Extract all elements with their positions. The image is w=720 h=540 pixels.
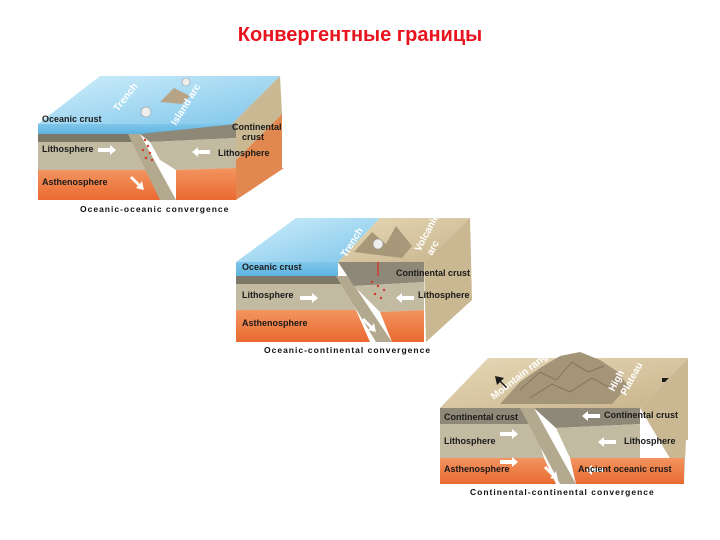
subducting-slab [336, 276, 392, 342]
oceanic-crust-layer [38, 134, 138, 142]
block-side [640, 358, 688, 482]
ash-cloud-icon [372, 238, 384, 250]
asthenosphere-layer-right [176, 168, 236, 200]
subducting-slab [128, 134, 176, 200]
label-asthenosphere: Asthenosphere [42, 177, 108, 187]
asthenosphere-layer-left [236, 310, 370, 342]
label-lithosphere: Lithosphere [42, 144, 94, 154]
ocean-water [38, 124, 236, 134]
diagram-oceanic-continental: Oceanic crust Continental crust Lithosph… [236, 212, 472, 355]
caption-oceanic-oceanic: Oceanic-oceanic convergence [80, 204, 229, 214]
lithosphere-layer-right [354, 282, 424, 312]
mountain-ridges [519, 361, 611, 399]
ash-cloud-icon [181, 77, 191, 87]
asthenosphere-layer-left [440, 458, 556, 484]
label-lithosphere-left: Lithosphere [444, 436, 496, 446]
label-oceanic-crust: Oceanic crust [242, 262, 302, 272]
label-oceanic-crust: Oceanic crust [42, 114, 102, 124]
plate-motion-arrow [586, 465, 604, 475]
subduction-arrow [130, 176, 144, 190]
plate-direction-arrow [495, 376, 507, 388]
subduction-arrow [544, 466, 558, 480]
ocean-surface [236, 218, 380, 262]
oceanic-crust-layer [236, 276, 344, 284]
plate-motion-arrow [396, 293, 414, 303]
caption-continental-continental: Continental-continental convergence [470, 487, 655, 497]
asthenosphere-layer-right [380, 310, 424, 342]
caption-oceanic-continental: Oceanic-continental convergence [264, 345, 431, 355]
label-lithosphere: Lithosphere [242, 290, 294, 300]
volcanic-mountains [354, 226, 412, 258]
label-continental-crust: Continental crust [396, 268, 470, 278]
island-arc [160, 88, 190, 104]
diagram-oceanic-oceanic: Oceanic crust Lithosphere Asthenosphere … [38, 76, 284, 214]
plate-motion-arrow [300, 293, 318, 303]
plate-motion-arrow [192, 147, 210, 157]
label-continental-crust-right: Continental crust [604, 410, 678, 420]
lithosphere-layer-right [150, 138, 236, 170]
plate-motion-arrow [500, 429, 518, 439]
overriding-crust [140, 124, 236, 142]
plate-motion-arrow [500, 457, 518, 467]
block-side-lower [236, 114, 284, 200]
ocean-surface [38, 76, 280, 124]
subducting-slab [520, 408, 576, 484]
label-continental-crust-2: crust [242, 132, 264, 142]
ocean-water [236, 262, 338, 276]
label-asthenosphere: Asthenosphere [242, 318, 308, 328]
asthenosphere-layer-right [570, 458, 684, 484]
label-lithosphere-right: Lithosphere [218, 148, 270, 158]
subduction-arrow [362, 318, 376, 332]
label-ancient-oceanic-crust: Ancient oceanic crust [578, 464, 672, 474]
lithosphere-layer-left [236, 284, 356, 310]
continental-crust-left [440, 408, 534, 424]
plate-motion-arrow [98, 145, 116, 155]
plate-motion-arrow [598, 437, 616, 447]
label-lithosphere-right: Lithosphere [418, 290, 470, 300]
label-lithosphere-right: Lithosphere [624, 436, 676, 446]
page-title: Конвергентные границы [237, 24, 483, 46]
lithosphere-layer-left [440, 424, 544, 458]
label-continental-crust: Continental [232, 122, 282, 132]
continental-crust-layer [338, 262, 424, 286]
label-continental-crust-left: Continental crust [444, 412, 518, 422]
ash-cloud-icon [140, 106, 152, 118]
magma-plume [141, 138, 154, 162]
label-asthenosphere: Asthenosphere [444, 464, 510, 474]
block-side [424, 218, 472, 342]
mountain-range [500, 352, 628, 404]
magma-plume [370, 280, 386, 300]
plate-motion-arrow [582, 411, 600, 421]
diagram-continental-continental: Continental crust Continental crust Lith… [440, 348, 688, 497]
lithosphere-layer-left [38, 142, 150, 170]
block-side [232, 76, 282, 160]
lithosphere-layer-right [556, 424, 640, 458]
